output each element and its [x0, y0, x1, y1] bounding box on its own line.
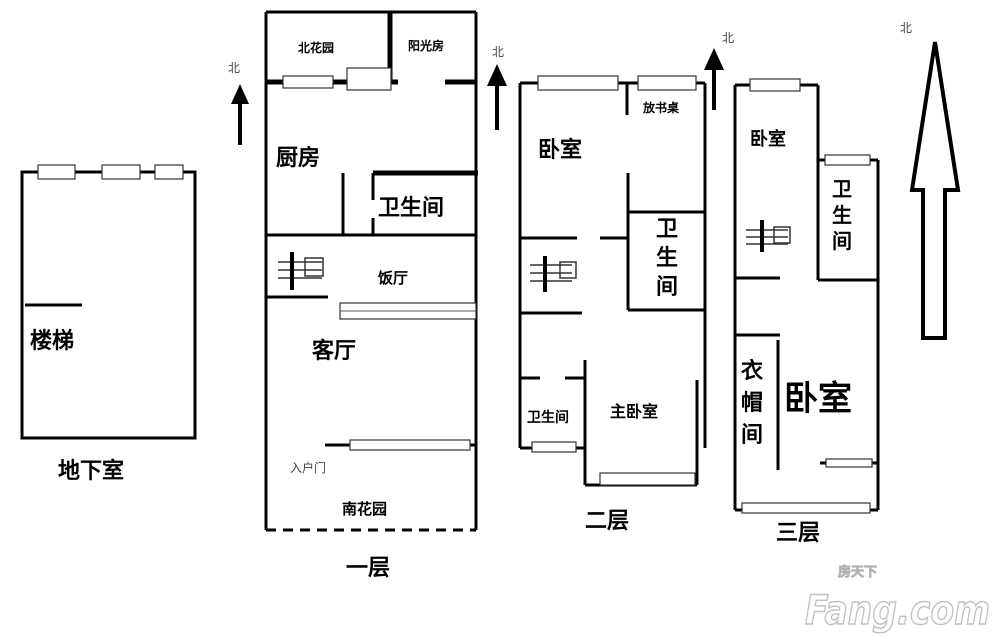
north-label: 北 — [492, 45, 504, 59]
window — [101, 164, 141, 180]
small-bathroom-label: 卫生间 — [527, 409, 569, 426]
watermark-logo: 房天下 Fang.com — [804, 564, 991, 635]
closet-char: 帽 — [741, 391, 763, 416]
south-garden-label: 南花园 — [342, 500, 387, 518]
window — [346, 67, 392, 91]
bathroom-label: 卫生间 — [378, 196, 444, 221]
basement-plan: 楼梯 地下室 — [20, 164, 197, 484]
sunroom-label: 阳光房 — [408, 38, 444, 53]
entrance-label: 入户门 — [290, 460, 326, 475]
window — [349, 439, 471, 451]
window — [637, 75, 697, 91]
floor2-title: 二层 — [585, 509, 629, 534]
window — [749, 78, 801, 92]
desk-label: 放书桌 — [642, 100, 680, 115]
floor1-plan: 北花园 阳光房 厨房 卫生间 饭厅 客厅 入户门 南花园 一层 — [264, 10, 478, 581]
closet-char: 衣 — [741, 358, 763, 384]
floor1-title: 一层 — [346, 556, 390, 581]
floor3-title: 三层 — [776, 521, 820, 546]
window — [599, 472, 696, 486]
watermark-brand: Fang.com — [805, 588, 990, 634]
window — [282, 75, 334, 89]
window — [37, 164, 76, 180]
north-arrow-icon — [909, 41, 961, 340]
stairs-icon — [530, 256, 577, 292]
kitchen-label: 厨房 — [276, 145, 320, 171]
stairs-label: 楼梯 — [30, 328, 74, 354]
closet-char: 间 — [741, 423, 763, 448]
bathroom-char: 间 — [656, 275, 678, 300]
window — [825, 458, 873, 468]
big-north-arrow: 北 — [900, 21, 961, 340]
north-arrow-3: 北 — [704, 31, 734, 110]
floor3-plan: 卧室 卫 生 间 衣 帽 间 卧室 三层 — [733, 78, 880, 546]
arrow-head-icon — [487, 64, 507, 86]
bedroom-label: 卧室 — [538, 137, 582, 163]
bathroom-char: 卫 — [832, 177, 852, 201]
stairs-icon — [278, 252, 324, 290]
arrow-head-icon — [704, 48, 724, 70]
north-label: 北 — [228, 61, 240, 75]
bathroom-char: 生 — [832, 203, 852, 227]
arrow-head-icon — [231, 84, 249, 104]
bathroom-char: 生 — [656, 246, 678, 271]
bathroom-char: 卫 — [656, 217, 678, 242]
window — [824, 154, 871, 166]
bedroom-label: 卧室 — [750, 128, 786, 150]
bathroom-char: 间 — [832, 229, 852, 253]
north-garden-label: 北花园 — [298, 40, 334, 55]
watermark-chinese: 房天下 — [838, 564, 877, 580]
window — [741, 502, 871, 514]
north-arrow-2: 北 — [487, 45, 507, 130]
floor2-plan: 放书桌 卧室 卫 生 间 卫生间 主卧室 二层 — [518, 75, 707, 534]
north-arrow-1: 北 — [228, 61, 249, 145]
basement-title: 地下室 — [58, 458, 124, 484]
master-bedroom-label: 主卧室 — [610, 402, 658, 421]
dining-label: 饭厅 — [377, 269, 408, 287]
window — [154, 164, 184, 180]
stairs-icon — [746, 220, 791, 252]
window — [537, 75, 619, 91]
north-label: 北 — [722, 31, 734, 45]
north-label: 北 — [900, 21, 912, 35]
window — [531, 441, 577, 453]
big-bedroom-label: 卧室 — [784, 379, 852, 419]
living-label: 客厅 — [312, 338, 356, 364]
